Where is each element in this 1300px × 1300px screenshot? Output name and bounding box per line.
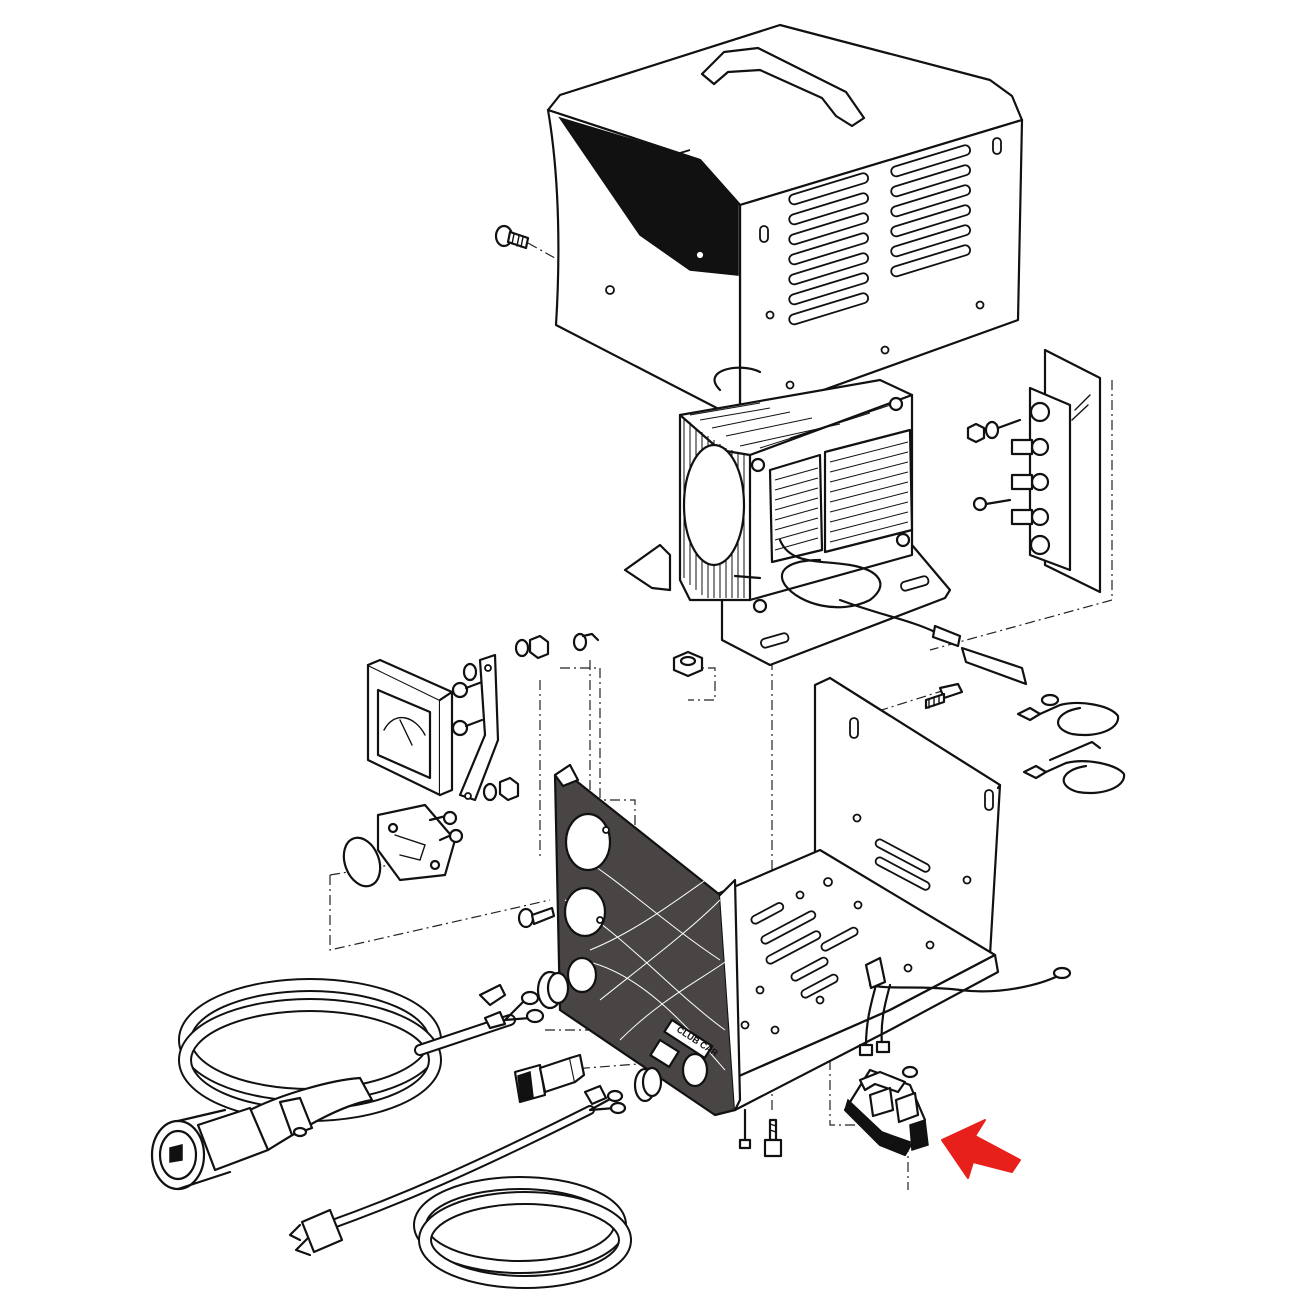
ring-terminal-leads [1016, 693, 1126, 795]
panel-screw [517, 906, 556, 929]
strain-relief-ac [633, 1066, 663, 1103]
floor-slots [740, 877, 935, 1035]
cover-vents-left [788, 172, 869, 326]
transformer-coils [768, 428, 914, 564]
wire-connector [864, 956, 887, 990]
fuse-link [960, 646, 1028, 686]
transformer-lead-loop [778, 538, 882, 609]
meter-washers-nuts [462, 632, 600, 802]
callout-arrow [941, 1119, 1021, 1179]
cover-vents-right [890, 144, 971, 278]
chassis: CLUB CAR [553, 676, 1002, 1117]
chassis-back-wall [813, 676, 1002, 957]
cover-screw [494, 224, 530, 250]
fuse-holder [513, 1053, 586, 1104]
core-side-oval [682, 443, 746, 567]
meter-bracket [458, 653, 500, 802]
timer-knob [342, 836, 382, 888]
transformer [623, 366, 1028, 686]
chassis-bolts [738, 682, 964, 1158]
cord-hole-dc [566, 956, 598, 994]
top-cover [546, 23, 1024, 422]
fuse-holder-hole [649, 1038, 680, 1069]
diodes [1010, 401, 1051, 556]
timer [342, 803, 464, 888]
highlighted-part [843, 1065, 929, 1157]
red-arrow-icon [941, 1119, 1021, 1179]
transformer-mount-nut [672, 650, 704, 678]
ac-cord [288, 1084, 632, 1289]
brand-badge [663, 1018, 714, 1059]
meter-hole [564, 812, 612, 872]
timer-hole [563, 886, 607, 938]
rectifier-assembly [966, 348, 1102, 594]
dc-cord [150, 978, 545, 1191]
cord-hole-ac [681, 1052, 709, 1088]
rectifier-hardware [966, 418, 1022, 512]
chassis-wiring [858, 956, 1072, 1057]
ac-plug [300, 1208, 344, 1254]
strain-relief-dc [536, 970, 570, 1010]
ammeter [366, 658, 484, 797]
